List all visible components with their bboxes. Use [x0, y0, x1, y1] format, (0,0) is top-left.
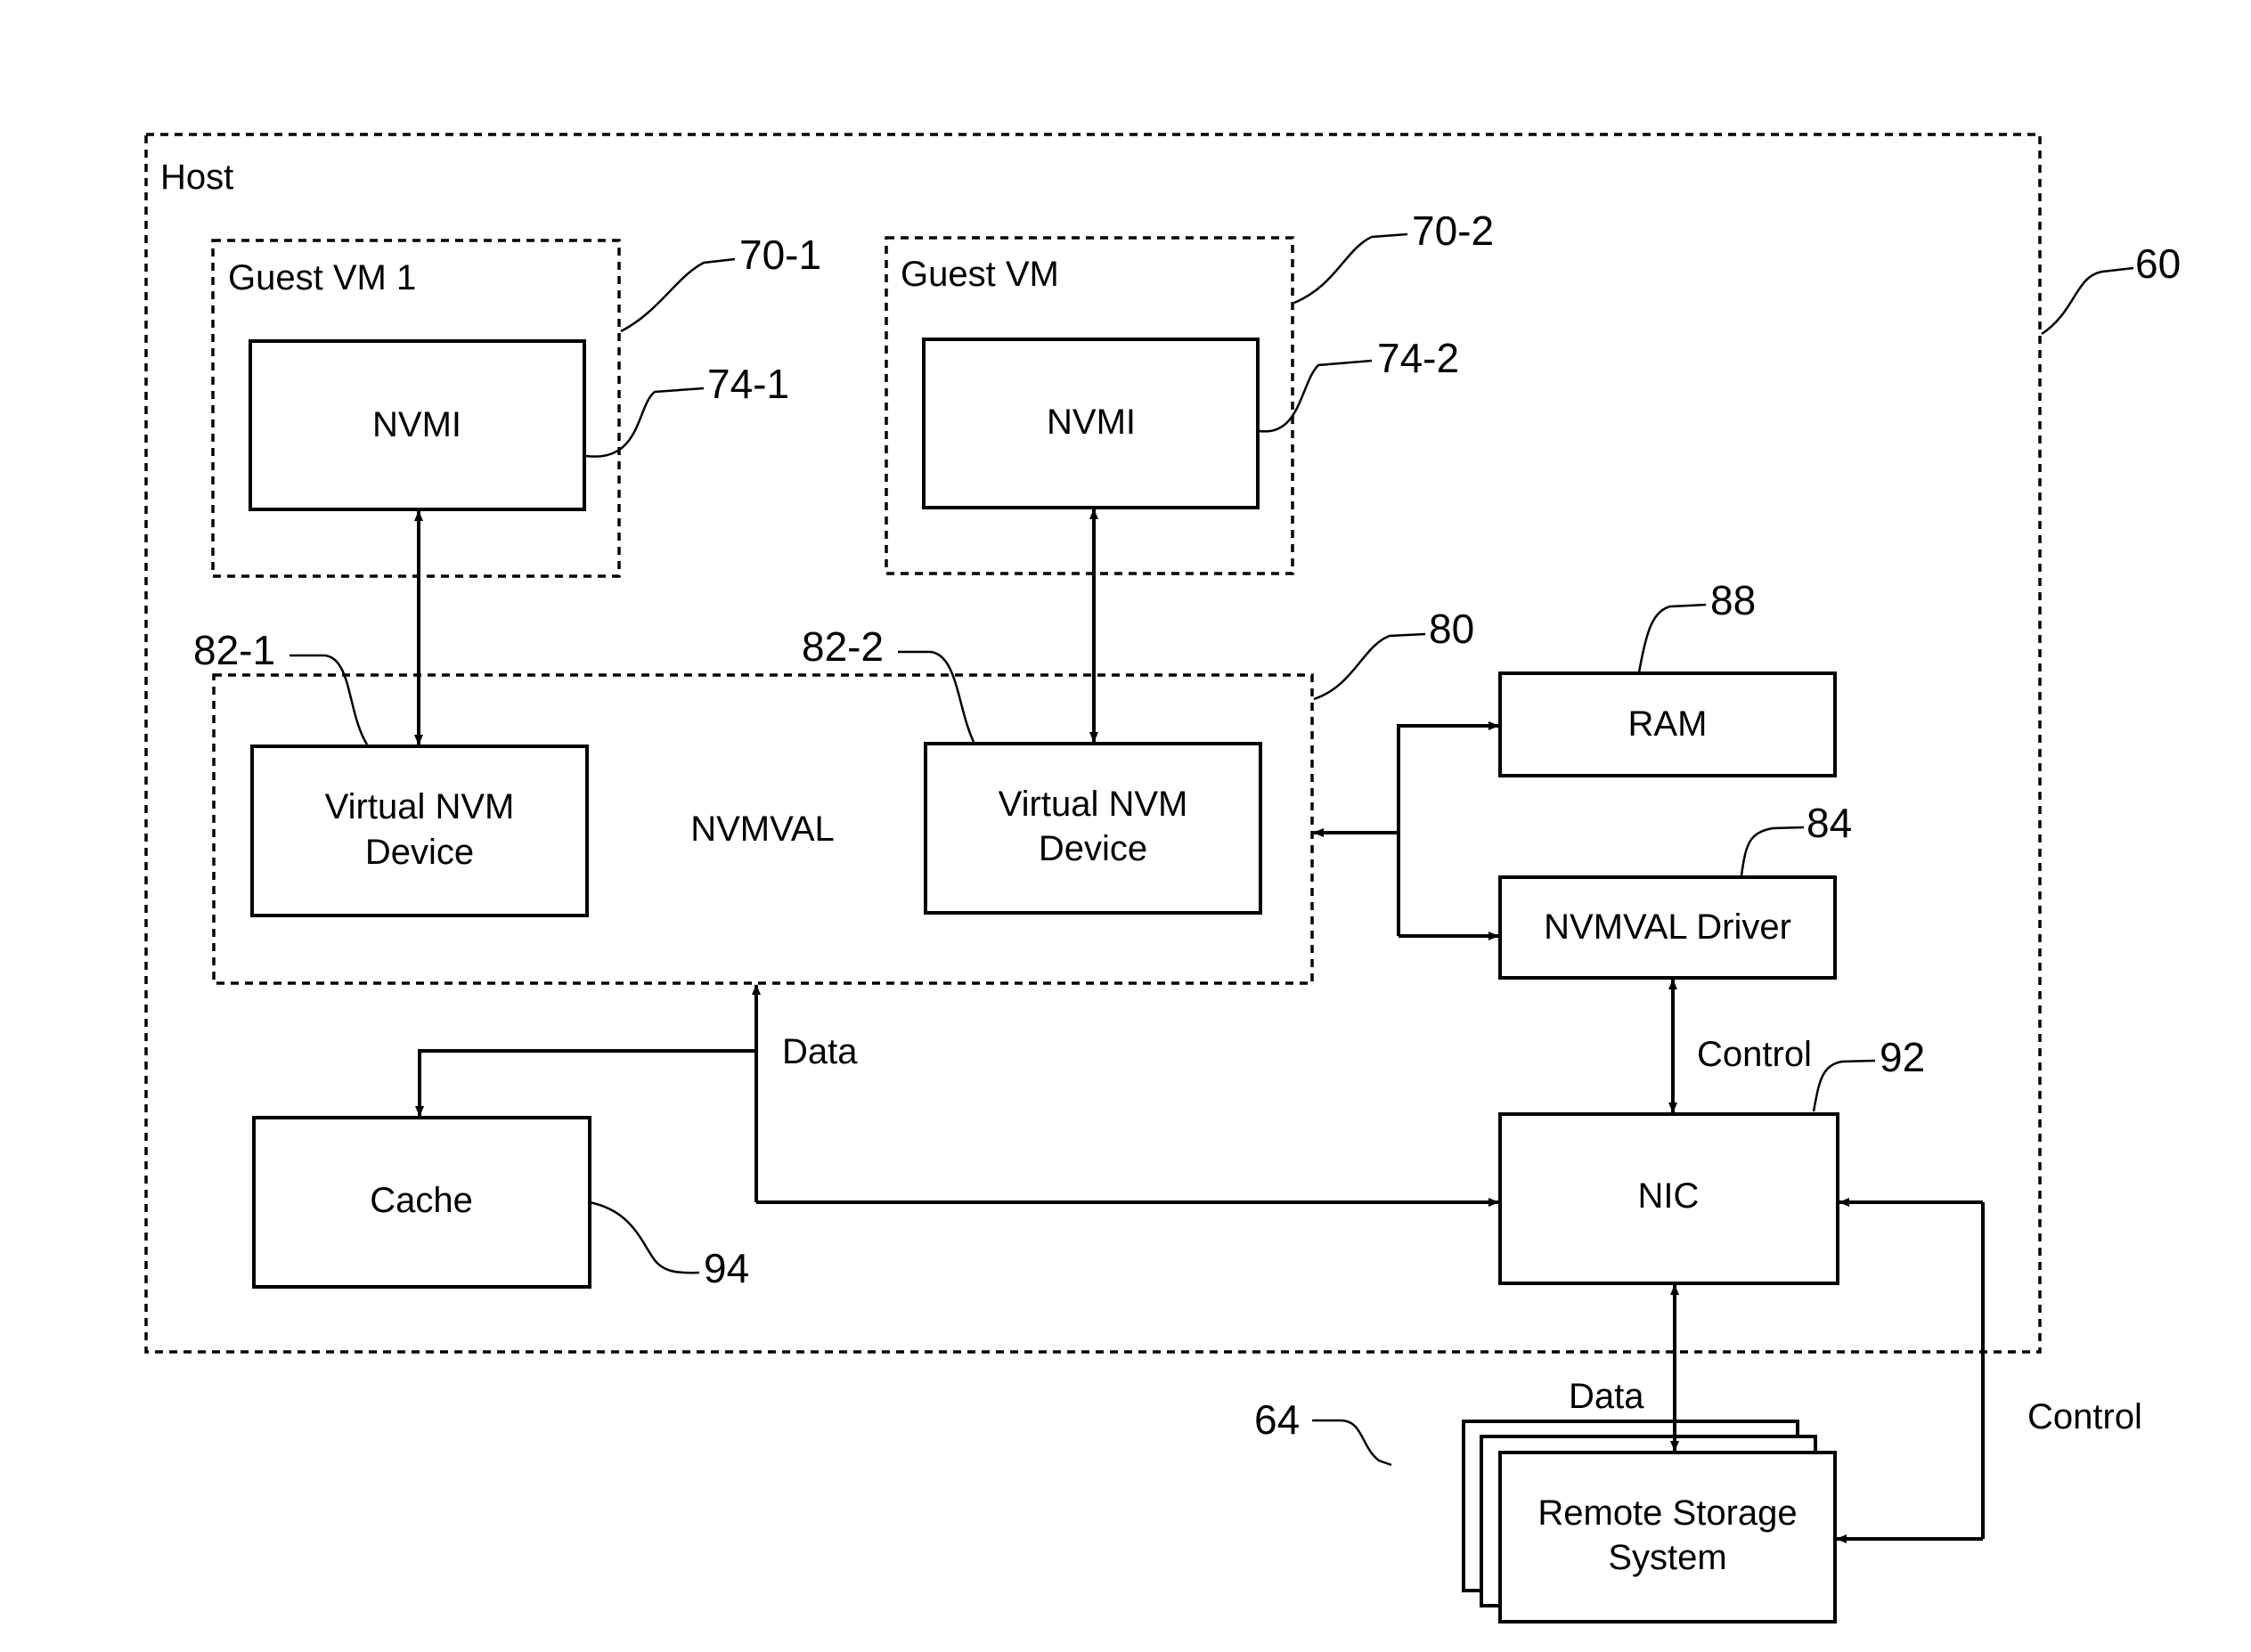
- leader-88: [1639, 605, 1706, 672]
- ref-92: 92: [1880, 1034, 1925, 1080]
- ref-74-1: 74-1: [707, 361, 789, 407]
- ref-80: 80: [1429, 606, 1474, 652]
- data-label-top: Data: [782, 1032, 858, 1071]
- cache-label: Cache: [370, 1181, 473, 1220]
- leader-70-2: [1294, 234, 1407, 303]
- leader-82-1: [290, 655, 367, 745]
- ram-label: RAM: [1628, 704, 1708, 744]
- virtual-nvm-device-2-box: [926, 744, 1260, 913]
- leader-92: [1814, 1061, 1875, 1111]
- control-label-right: Control: [2027, 1397, 2142, 1436]
- ref-82-2: 82-2: [802, 623, 884, 670]
- arrow-to-ram: [1399, 726, 1498, 936]
- ref-84: 84: [1807, 800, 1852, 846]
- virtual-nvm-device-1-line2: Device: [365, 833, 474, 872]
- ref-82-1: 82-1: [193, 627, 275, 673]
- leader-84: [1741, 827, 1804, 875]
- leader-82-2: [898, 652, 974, 742]
- nvmi-1-label: NVMI: [372, 405, 461, 444]
- virtual-nvm-device-1-box: [252, 746, 587, 916]
- guest-vm-1-label: Guest VM 1: [228, 258, 416, 297]
- remote-storage-line1: Remote Storage: [1537, 1493, 1797, 1533]
- host-label: Host: [160, 158, 233, 197]
- leader-80: [1314, 634, 1425, 699]
- nic-label: NIC: [1638, 1176, 1700, 1216]
- arrow-data-to-cache: [420, 1051, 756, 1116]
- leader-74-1: [586, 388, 704, 457]
- ref-88: 88: [1710, 577, 1756, 623]
- ref-60: 60: [2135, 240, 2181, 287]
- remote-storage-line2: System: [1608, 1538, 1726, 1577]
- leader-94: [590, 1202, 699, 1273]
- ref-70-1: 70-1: [739, 232, 821, 278]
- ref-74-2: 74-2: [1377, 335, 1459, 381]
- data-label-bottom: Data: [1569, 1377, 1644, 1416]
- nvmval-label: NVMVAL: [690, 810, 835, 849]
- virtual-nvm-device-1-line1: Virtual NVM: [325, 787, 515, 826]
- leader-74-2: [1260, 361, 1372, 431]
- guest-vm-2-label: Guest VM: [901, 255, 1059, 294]
- leader-70-1: [621, 259, 735, 331]
- control-label-top: Control: [1697, 1035, 1812, 1074]
- virtual-nvm-device-2-line2: Device: [1039, 829, 1147, 868]
- nvmi-2-label: NVMI: [1047, 403, 1136, 442]
- leader-64: [1312, 1420, 1391, 1465]
- leader-60: [2042, 268, 2133, 334]
- ref-64: 64: [1254, 1396, 1300, 1443]
- ref-70-2: 70-2: [1412, 208, 1494, 254]
- ref-94: 94: [704, 1245, 749, 1291]
- virtual-nvm-device-2-line1: Virtual NVM: [999, 785, 1188, 824]
- nvmval-driver-label: NVMVAL Driver: [1544, 907, 1791, 947]
